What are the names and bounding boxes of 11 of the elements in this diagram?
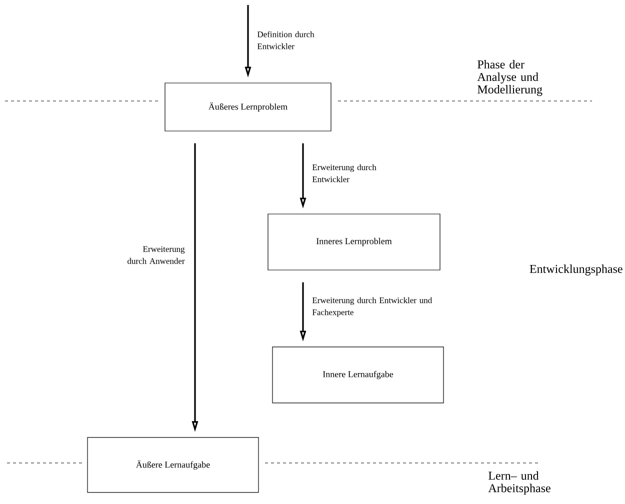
phase-label: Entwicklungsphase <box>530 264 622 276</box>
edge-label: Erweiterung durch Entwickler <box>312 164 376 182</box>
process-box: Äußere Lernaufgabe <box>87 437 259 493</box>
edge-label: Definition durch Entwickler <box>257 31 314 50</box>
phase-label: Phase der Analyse und Modellierung <box>477 60 542 96</box>
process-box: Äußeres Lernproblem <box>164 82 332 132</box>
phase-label: Lern– und Arbeitsphase <box>488 471 550 495</box>
edge-label: Erweiterung durch Anwender <box>128 246 185 264</box>
process-box: Innere Lernaufgabe <box>272 346 444 404</box>
edge-label: Erweiterung durch Entwickler und Fachexperte <box>312 297 432 317</box>
process-box: Inneres Lernproblem <box>268 214 440 270</box>
